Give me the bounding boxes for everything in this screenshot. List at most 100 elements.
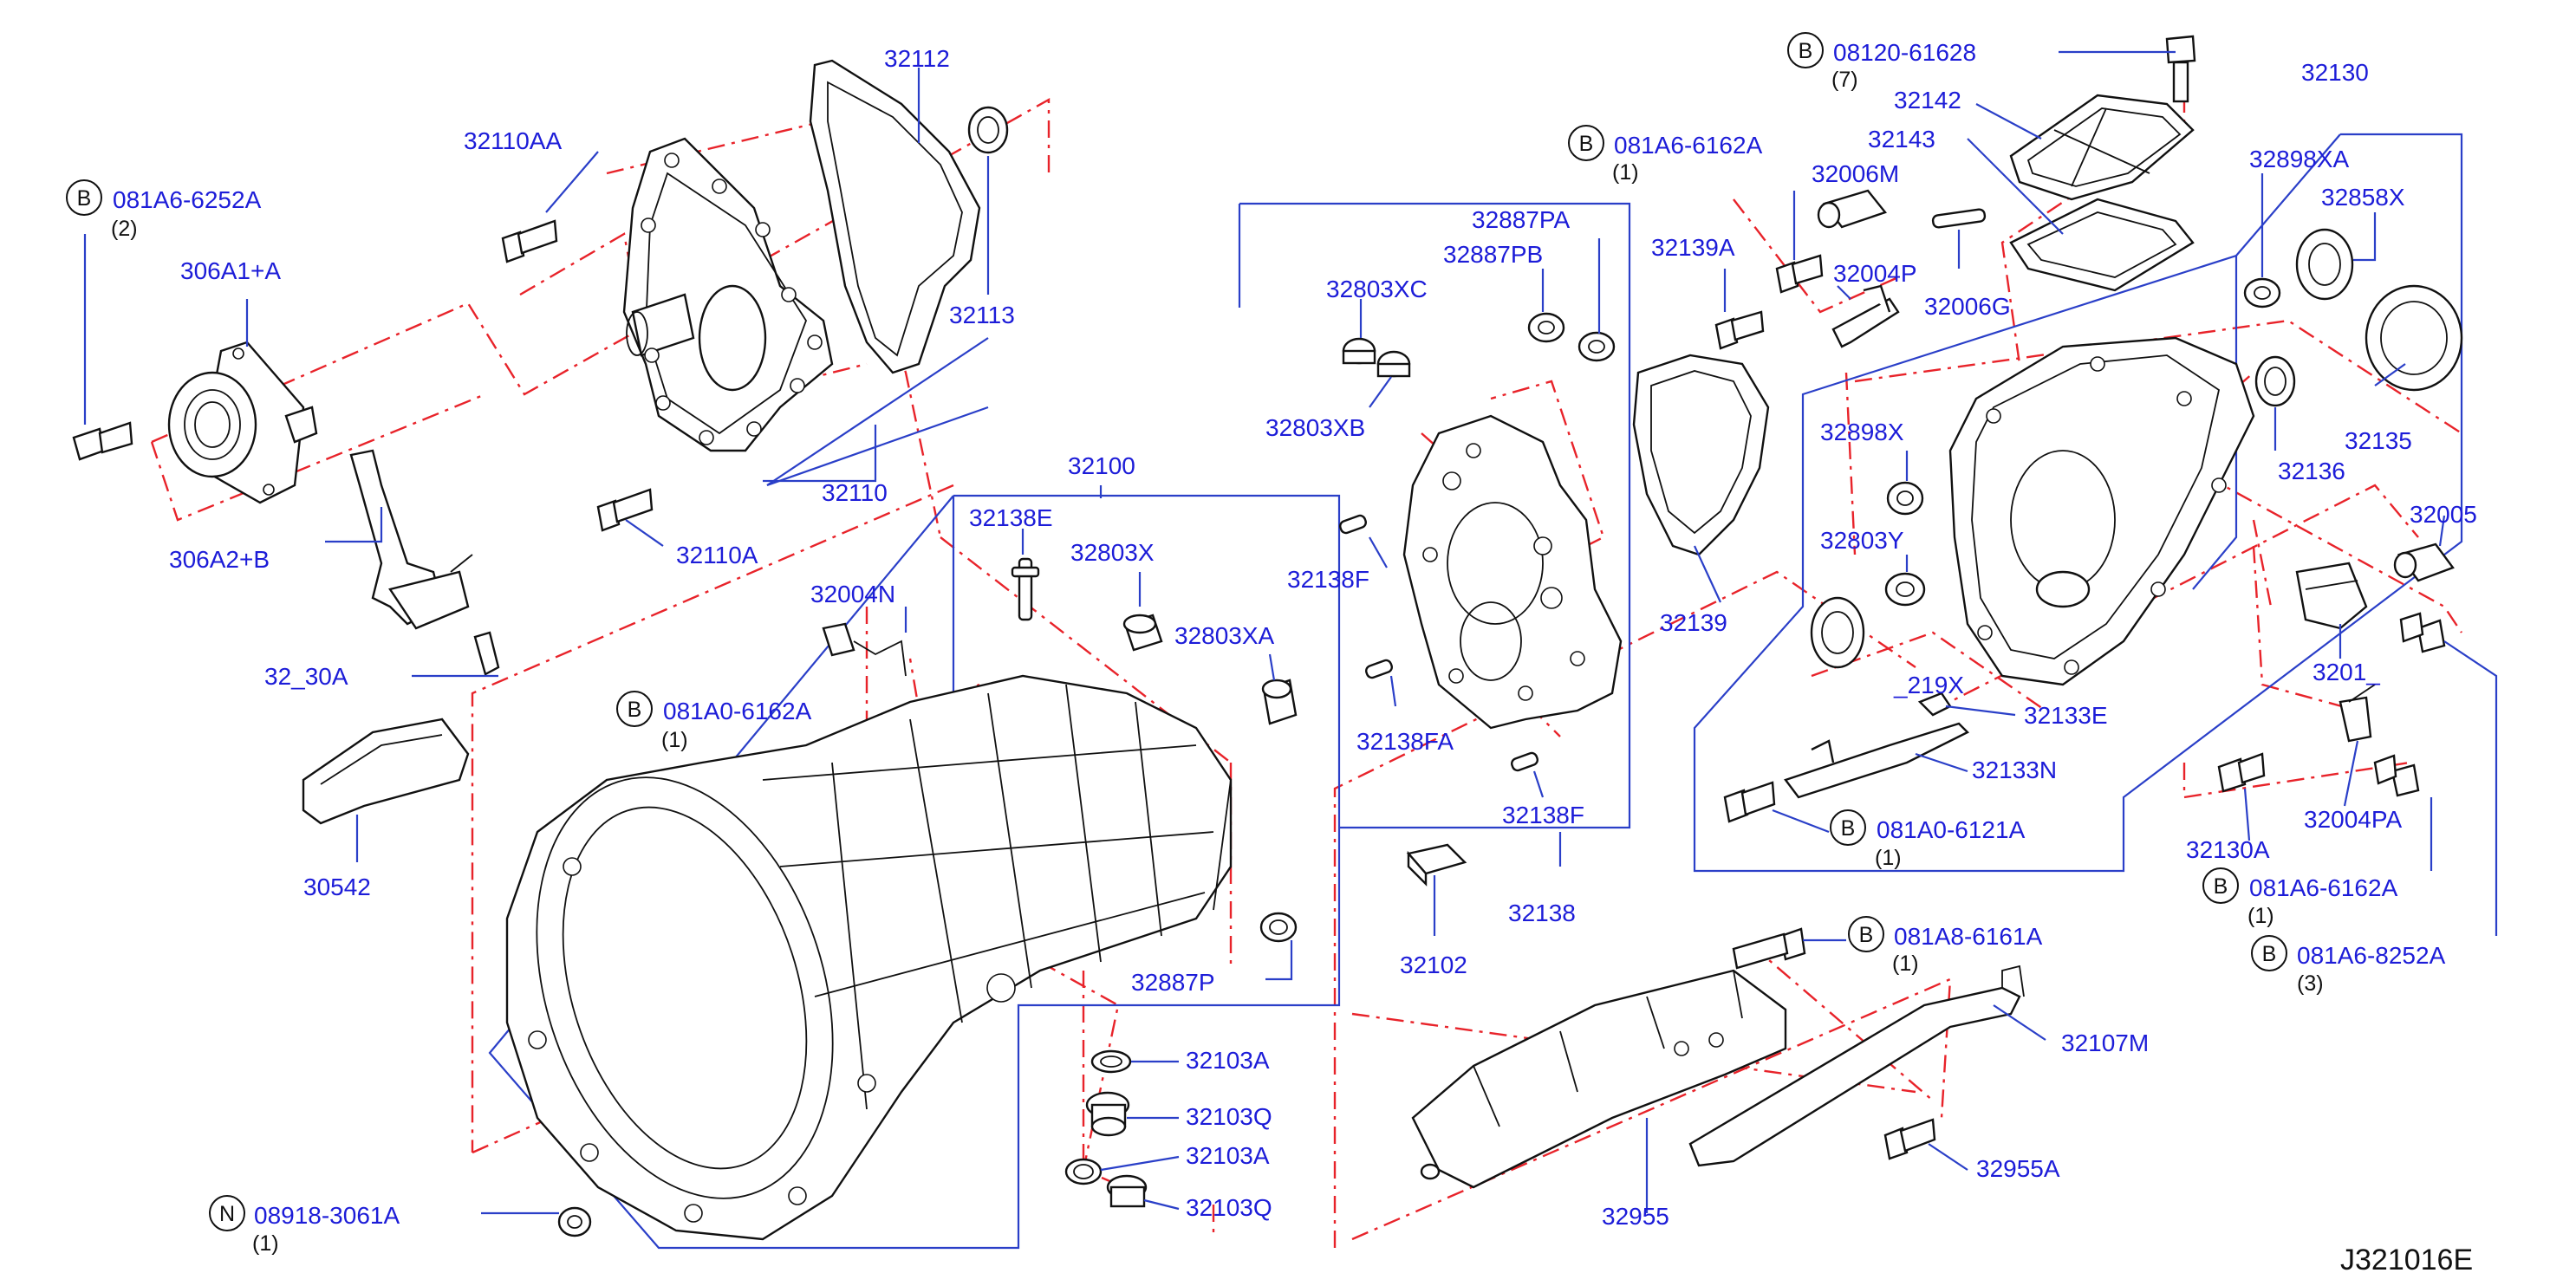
- label-32955[interactable]: 32955: [1602, 1203, 1669, 1230]
- oil-pan-32142-part[interactable]: [2009, 94, 2195, 201]
- pin-32138F-1-part[interactable]: [1339, 514, 1368, 535]
- label-32006G[interactable]: 32006G: [1924, 293, 2011, 320]
- bolt-08120-61628-part[interactable]: [2165, 35, 2196, 103]
- label-32803X[interactable]: 32803X: [1070, 539, 1155, 566]
- pin-32138FA-part[interactable]: [1365, 659, 1394, 679]
- adapter-plate-part[interactable]: [1402, 414, 1623, 730]
- fastener-callout-6[interactable]: B 081A0-6121A (1): [1830, 809, 2026, 870]
- fastener-callout-7[interactable]: B 081A8-6161A (1): [1848, 916, 2043, 976]
- label-32142[interactable]: 32142: [1894, 87, 1961, 114]
- label-3219X[interactable]: _219X: [1893, 672, 1964, 698]
- label-32955A[interactable]: 32955A: [1976, 1155, 2060, 1182]
- label-306A1A[interactable]: 306A1+A: [180, 257, 281, 284]
- bushing-32803XB-part[interactable]: [1376, 350, 1411, 378]
- label-32138E[interactable]: 32138E: [969, 504, 1053, 531]
- bushing-32887P-part[interactable]: [1259, 912, 1298, 943]
- label-32110A[interactable]: 32110A: [676, 542, 758, 568]
- extension-housing-part[interactable]: [1948, 336, 2255, 686]
- label-32136[interactable]: 32136: [2278, 458, 2345, 484]
- bushing-32135-part[interactable]: [2365, 284, 2463, 392]
- transmission-case-part[interactable]: [486, 674, 1233, 1241]
- block-32102-part[interactable]: [1406, 843, 1467, 887]
- release-bearing-part[interactable]: [167, 341, 318, 504]
- bushing-32803Y-part[interactable]: [1884, 572, 1926, 607]
- fastener-callout-4[interactable]: B 08120-61628 (7): [1787, 32, 1976, 92]
- switch-32005-part[interactable]: [2393, 542, 2455, 582]
- label-32004P[interactable]: 32004P: [1833, 260, 1917, 287]
- bolt-081A6-6162A-lower-part[interactable]: [2373, 754, 2420, 797]
- label-32138[interactable]: 32138: [1508, 900, 1576, 926]
- front-cover-part[interactable]: [622, 137, 834, 452]
- label-32143[interactable]: 32143: [1868, 126, 1935, 153]
- label-30542[interactable]: 30542: [303, 874, 371, 900]
- plug-32103Q-2-part[interactable]: [1106, 1174, 1148, 1208]
- bushing-32803XC-part[interactable]: [1342, 337, 1376, 365]
- fastener-callout-2[interactable]: B 081A0-6162A (1): [616, 691, 812, 752]
- label-32103A-2[interactable]: 32103A: [1186, 1142, 1270, 1169]
- label-32006M[interactable]: 32006M: [1812, 160, 1899, 187]
- plug-32103Q-1-part[interactable]: [1085, 1091, 1130, 1137]
- release-fork-part[interactable]: [349, 449, 473, 630]
- pin-32138F-2-part[interactable]: [1511, 751, 1539, 772]
- label-32898XA[interactable]: 32898XA: [2249, 146, 2350, 172]
- label-32858X[interactable]: 32858X: [2321, 184, 2405, 211]
- seal-32858X-part[interactable]: [2295, 228, 2354, 301]
- label-32103Q-2[interactable]: 32103Q: [1186, 1194, 1272, 1221]
- label-32005[interactable]: 32005: [2410, 501, 2477, 528]
- bushing-32898X-part[interactable]: [1886, 481, 1924, 516]
- fastener-callout-3[interactable]: N 08918-3061A (1): [209, 1195, 400, 1256]
- bolt-32130A-part[interactable]: [2217, 752, 2266, 793]
- seal-32136-part[interactable]: [2254, 355, 2296, 407]
- label-32139A[interactable]: 32139A: [1651, 234, 1735, 261]
- pivot-stud-part[interactable]: [473, 631, 500, 676]
- gasket-32143-part[interactable]: [2009, 198, 2195, 292]
- bolt-32139A-part[interactable]: [1714, 310, 1765, 350]
- label-32803XA[interactable]: 32803XA: [1174, 622, 1275, 649]
- label-32112[interactable]: 32112: [884, 45, 950, 72]
- bolt-081A6-8252A-part[interactable]: [2399, 612, 2446, 653]
- bolt-081A6-6162A-upper-part[interactable]: [1775, 254, 1824, 294]
- label-32004PA[interactable]: 32004PA: [2304, 806, 2402, 833]
- label-32139[interactable]: 32139: [1660, 609, 1727, 636]
- oil-seal-32113-part[interactable]: [967, 106, 1009, 154]
- label-32887P[interactable]: 32887P: [1131, 969, 1215, 996]
- label-32_30A[interactable]: 32_30A: [264, 663, 348, 690]
- label-32107M[interactable]: 32107M: [2061, 1029, 2149, 1056]
- fastener-callout-8[interactable]: B 081A6-6162A (1): [2202, 867, 2398, 928]
- fastener-callout-9[interactable]: B 081A6-8252A (3): [2251, 935, 2446, 996]
- washer-32103A-2-part[interactable]: [1064, 1158, 1103, 1185]
- fastener-callout-1[interactable]: B 081A6-6252A (2): [66, 179, 262, 241]
- pin-32006G-part[interactable]: [1931, 208, 1987, 229]
- bolt-081A0-6121A-part[interactable]: [1723, 781, 1776, 823]
- label-32803Y[interactable]: 32803Y: [1820, 527, 1904, 554]
- bracket-32004P-part[interactable]: [1831, 284, 1900, 348]
- bushing-32898XA-part[interactable]: [2243, 277, 2281, 309]
- label-32004N[interactable]: 32004N: [810, 581, 895, 607]
- bolt-08918-3061A-part[interactable]: [557, 1206, 592, 1237]
- bushing-32887PB-part[interactable]: [1577, 331, 1616, 362]
- rod-32133N-part[interactable]: [1784, 722, 1970, 799]
- bolt-32110A-part[interactable]: [596, 488, 654, 532]
- switch-32006M-part[interactable]: [1817, 189, 1888, 229]
- bracket-32004PA-part[interactable]: [2339, 684, 2376, 743]
- front-cover-gasket-part[interactable]: [809, 59, 981, 374]
- label-32103A-1[interactable]: 32103A: [1186, 1047, 1270, 1074]
- label-32138F-2[interactable]: 32138F: [1502, 802, 1584, 828]
- label-32100[interactable]: 32100: [1068, 452, 1135, 479]
- label-32138F-1[interactable]: 32138F: [1287, 566, 1369, 593]
- label-32133N[interactable]: 32133N: [1972, 757, 2057, 783]
- label-306A2B[interactable]: 306A2+B: [169, 546, 270, 573]
- label-32135[interactable]: 32135: [2345, 427, 2412, 454]
- label-32103Q-1[interactable]: 32103Q: [1186, 1103, 1272, 1130]
- bracket-32011-part[interactable]: [2295, 562, 2368, 630]
- bolt-32110AA-part[interactable]: [501, 219, 558, 263]
- bushing-32803X-part[interactable]: [1122, 614, 1163, 652]
- label-32011[interactable]: 3201_: [2313, 659, 2380, 685]
- cover-30542-part[interactable]: [302, 718, 470, 825]
- label-32102[interactable]: 32102: [1400, 952, 1467, 978]
- label-32887PB[interactable]: 32887PB: [1443, 241, 1543, 268]
- label-32130A[interactable]: 32130A: [2186, 836, 2270, 863]
- label-32803XB[interactable]: 32803XB: [1265, 414, 1365, 441]
- label-32887PA[interactable]: 32887PA: [1472, 206, 1570, 233]
- label-32113[interactable]: 32113: [949, 302, 1015, 328]
